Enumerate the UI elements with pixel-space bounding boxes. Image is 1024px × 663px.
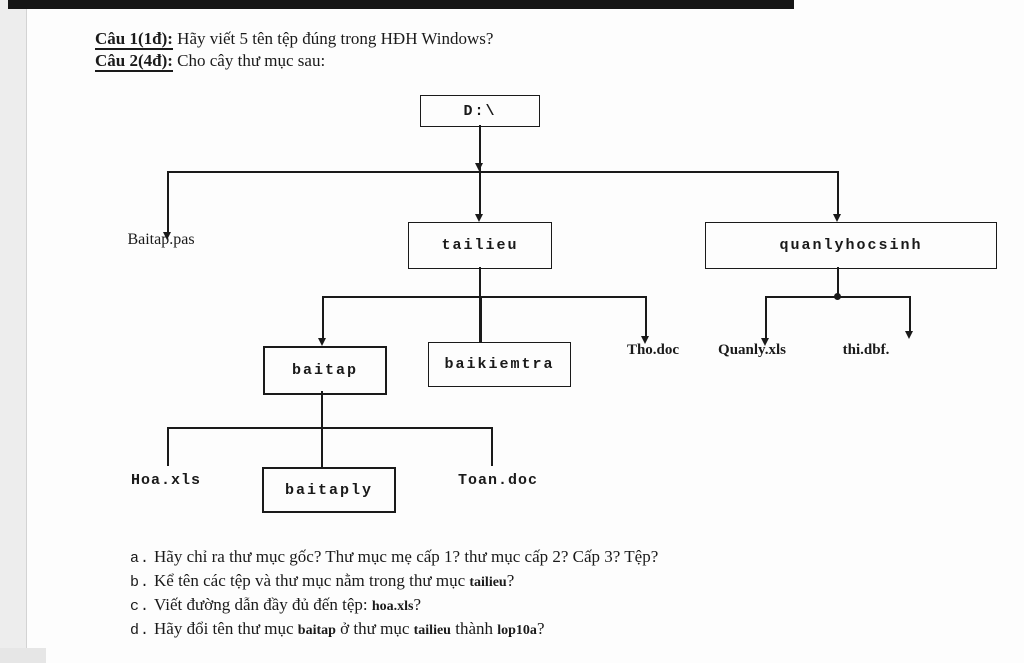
arrow-down-icon (163, 232, 171, 240)
tree-connector (321, 391, 323, 428)
tree-connector (479, 171, 481, 216)
arrow-down-icon (761, 338, 769, 346)
question-a: a.Hãy chỉ ra thư mục gốc? Thư mục mẹ cấp… (130, 546, 658, 570)
tree-connector (491, 427, 493, 466)
arrow-down-icon (833, 214, 841, 222)
question-d-end: ? (536, 619, 545, 638)
tree-connector (909, 296, 911, 332)
question-d-text-1: Hãy đổi tên thư mục (154, 619, 298, 638)
folder-label-root: D:\ (463, 102, 497, 120)
question-b: b.Kể tên các tệp và thư mục nằm trong th… (130, 570, 658, 594)
tree-connector (479, 267, 481, 297)
question-a-text: Hãy chỉ ra thư mục gốc? Thư mục mẹ cấp 1… (154, 547, 659, 566)
page-bottom-edge (0, 648, 46, 663)
tree-connector (478, 296, 482, 343)
folder-label-baitap: baitap (291, 362, 358, 379)
file-label-baitap-pas: Baitap.pas (127, 231, 195, 248)
question-c-prefix: c. (130, 598, 151, 615)
top-dark-bar (8, 0, 794, 9)
question-c-text: Viết đường dẫn đầy đủ đến tệp: (154, 595, 372, 614)
folder-box-root: D:\ (420, 95, 540, 127)
question-d-text-2: ở thư mục (335, 619, 414, 638)
file-label-toan-doc: Toan.doc (457, 472, 539, 489)
tree-connector (167, 171, 838, 173)
tree-connector (167, 427, 169, 466)
folder-label-tailieu: tailieu (441, 237, 519, 254)
question-d-bold-baitap: baitap (297, 623, 336, 638)
folder-box-baitap: baitap (263, 346, 387, 395)
file-label-thi-dbf: thi.dbf. (842, 342, 890, 358)
question-b-prefix: b. (130, 574, 151, 591)
arrow-down-icon (475, 163, 483, 171)
folder-label-quanlyhocsinh: quanlyhocsinh (779, 237, 923, 254)
question-b-bold-tailieu: tailieu (469, 575, 507, 590)
tree-connector (479, 125, 481, 172)
question-b-end: ? (506, 571, 515, 590)
tree-connector (645, 296, 647, 337)
folder-box-tailieu: tailieu (408, 222, 552, 269)
exam-header: Câu 1(1đ): Hãy viết 5 tên tệp đúng trong… (95, 28, 493, 72)
folder-box-baitaply: baitaply (262, 467, 396, 513)
folder-box-quanlyhocsinh: quanlyhocsinh (705, 222, 997, 269)
question-a-prefix: a. (130, 550, 151, 567)
folder-box-baikiemtra: baikiemtra (428, 342, 571, 387)
tree-connector (322, 296, 646, 298)
question-b-text: Kể tên các tệp và thư mục nằm trong thư … (154, 571, 470, 590)
question-c-end: ? (413, 595, 422, 614)
question-c-bold-hoa-xls: hoa.xls (371, 599, 414, 614)
question-2-text: Cho cây thư mục sau: (172, 51, 326, 70)
question-2-label: Câu 2(4đ): (95, 51, 173, 72)
question-d: d.Hãy đổi tên thư mục baitap ở thư mục t… (130, 618, 658, 642)
question-1-label: Câu 1(1đ): (95, 29, 173, 50)
tree-connector (167, 171, 169, 233)
arrow-down-icon (318, 338, 326, 346)
page-left-margin (0, 0, 27, 663)
question-c: c.Viết đường dẫn đầy đủ đến tệp: hoa.xls… (130, 594, 658, 618)
question-d-bold-tailieu: tailieu (413, 623, 451, 638)
tree-connector (321, 427, 323, 468)
tree-connector (837, 267, 839, 297)
file-label-hoa-xls: Hoa.xls (130, 472, 202, 489)
folder-label-baikiemtra: baikiemtra (444, 356, 555, 373)
arrow-down-icon (905, 331, 913, 339)
tree-connector (837, 171, 839, 216)
file-label-quanly-xls: Quanly.xls (718, 342, 786, 358)
question-d-text-3: thành (450, 619, 498, 638)
tree-connector (765, 296, 911, 298)
tree-connector (167, 427, 492, 429)
question-1-heading: Câu 1(1đ): Hãy viết 5 tên tệp đúng trong… (95, 28, 493, 50)
question-d-bold-lop10a: lop10a (497, 623, 537, 638)
question-1-text: Hãy viết 5 tên tệp đúng trong HĐH Window… (172, 29, 494, 48)
tree-connector (322, 296, 324, 340)
arrow-down-icon (641, 336, 649, 344)
questions-list: a.Hãy chỉ ra thư mục gốc? Thư mục mẹ cấp… (130, 546, 658, 642)
arrow-down-icon (475, 214, 483, 222)
question-2-heading: Câu 2(4đ): Cho cây thư mục sau: (95, 50, 493, 72)
tree-connector (765, 296, 767, 340)
file-label-tho-doc: Tho.doc (626, 342, 680, 358)
folder-label-baitaply: baitaply (284, 481, 373, 499)
question-d-prefix: d. (130, 622, 151, 639)
